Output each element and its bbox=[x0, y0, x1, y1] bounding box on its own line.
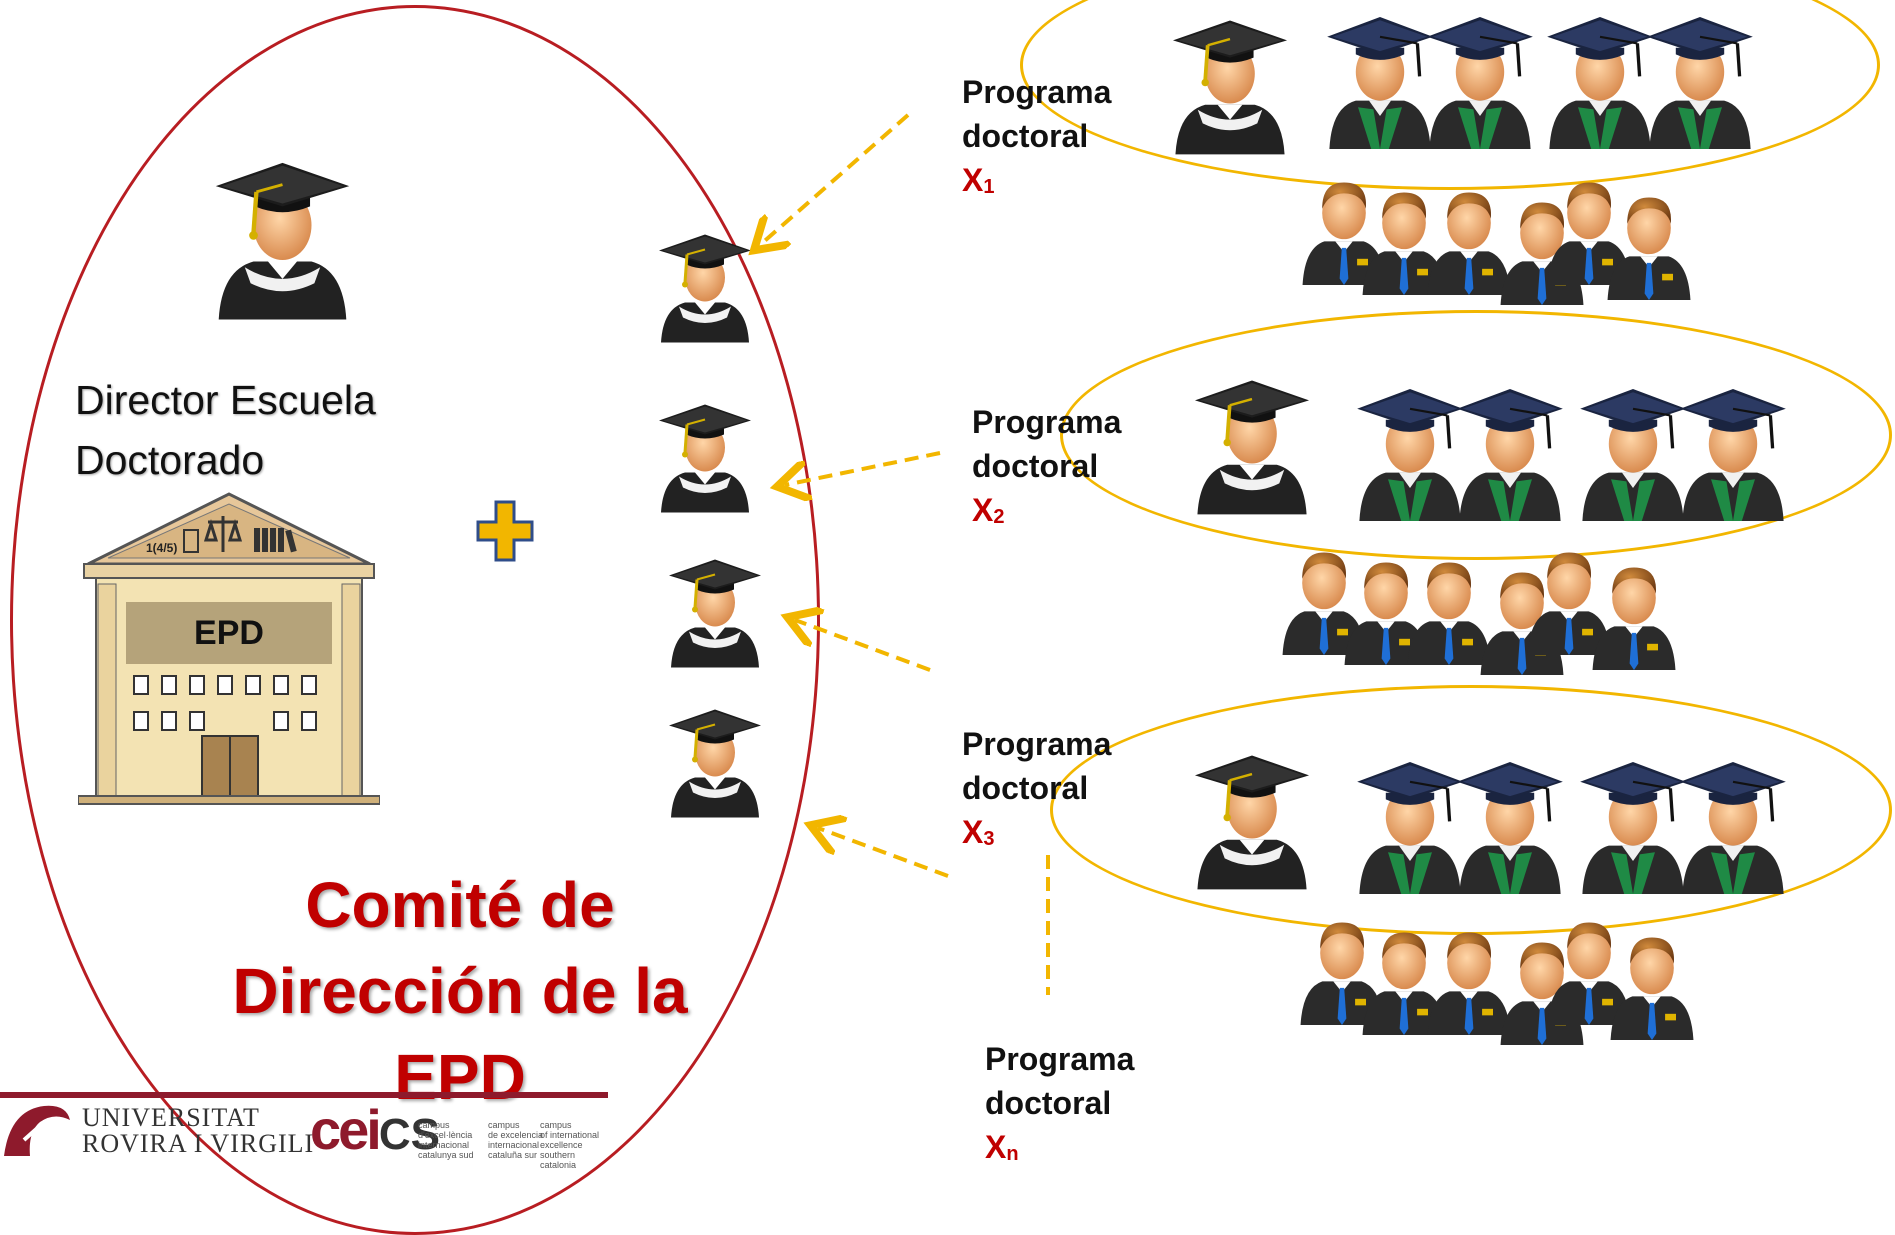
committee-title: Comité de Dirección de la EPD bbox=[160, 862, 760, 1120]
professor-icon bbox=[1545, 0, 1655, 155]
building-pediment-text: 1(4/5) bbox=[146, 541, 177, 555]
program-label-2-line1: Programa bbox=[972, 404, 1122, 440]
cei-logo-suffix: CS bbox=[378, 1110, 440, 1159]
graduate-icon bbox=[1190, 360, 1314, 520]
program-code-2: X2 bbox=[972, 492, 1005, 528]
university-name-line1: UNIVERSITAT bbox=[82, 1103, 260, 1132]
program-label-3-line1: Programa bbox=[962, 726, 1112, 762]
professor-icon bbox=[1645, 0, 1755, 155]
program-code-3: X3 bbox=[962, 814, 995, 850]
arrow-program-2 bbox=[785, 451, 941, 485]
student-icon bbox=[1605, 180, 1693, 300]
director-label-line2: Doctorado bbox=[75, 437, 265, 483]
professor-icon bbox=[1578, 745, 1688, 900]
program-label-1-line2: doctoral bbox=[962, 118, 1089, 154]
program-label-1-line1: Programa bbox=[962, 74, 1112, 110]
arrow-program-3 bbox=[795, 620, 931, 672]
arrow-program-1 bbox=[760, 113, 910, 245]
program-label-3-line2: doctoral bbox=[962, 770, 1089, 806]
committee-title-line2: Dirección de la bbox=[232, 955, 688, 1027]
building-sign: EPD bbox=[194, 614, 264, 652]
professor-icon bbox=[1678, 372, 1788, 527]
urv-logo-icon bbox=[4, 1105, 70, 1156]
program-label-3: Programa doctoral X3 bbox=[962, 722, 1111, 859]
arrow-program-n bbox=[818, 828, 949, 878]
program-label-2-line2: doctoral bbox=[972, 448, 1099, 484]
cei-logo: ceiCS bbox=[310, 1100, 440, 1165]
director-label: Director Escuela Doctorado bbox=[75, 370, 376, 490]
graduate-icon bbox=[1190, 735, 1314, 895]
university-name-line2: ROVIRA I VIRGILI bbox=[82, 1129, 315, 1158]
building-icon: 1(4/5) EPD bbox=[78, 492, 380, 805]
professor-icon bbox=[1425, 0, 1535, 155]
committee-title-line3: EPD bbox=[394, 1041, 526, 1113]
professor-icon bbox=[1455, 372, 1565, 527]
student-icon bbox=[1608, 920, 1696, 1040]
professor-icon bbox=[1355, 745, 1465, 900]
professor-icon bbox=[1325, 0, 1435, 155]
arrows-layer bbox=[0, 113, 1050, 995]
committee-title-line1: Comité de bbox=[305, 869, 615, 941]
program-ellipse-2 bbox=[1060, 310, 1892, 560]
graduate-icon bbox=[1168, 0, 1292, 160]
cei-logo-text: cei bbox=[310, 1098, 382, 1161]
director-label-line1: Director Escuela bbox=[75, 377, 376, 423]
plus-icon bbox=[476, 500, 534, 562]
program-label-2: Programa doctoral X2 bbox=[972, 400, 1121, 537]
footer-divider bbox=[0, 1092, 608, 1098]
program-label-n-line1: Programa bbox=[985, 1041, 1135, 1077]
program-label-1: Programa doctoral X1 bbox=[962, 70, 1111, 207]
program-code-1: X1 bbox=[962, 162, 995, 198]
professor-icon bbox=[1678, 745, 1788, 900]
student-icon bbox=[1590, 550, 1678, 670]
professor-icon bbox=[1455, 745, 1565, 900]
program-code-n: Xn bbox=[985, 1129, 1019, 1165]
program-label-n-line2: doctoral bbox=[985, 1085, 1112, 1121]
professor-icon bbox=[1355, 372, 1465, 527]
professor-icon bbox=[1578, 372, 1688, 527]
university-name: UNIVERSITAT ROVIRA I VIRGILI bbox=[82, 1105, 314, 1157]
program-label-n: Programa doctoral Xn bbox=[985, 1037, 1134, 1174]
